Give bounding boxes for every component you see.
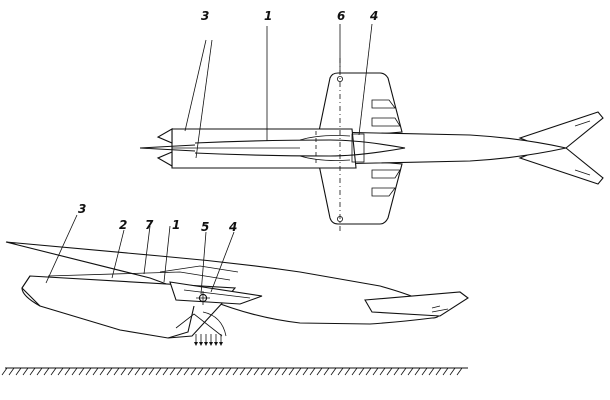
side-view-label-2: 2	[119, 218, 127, 232]
side-view-thrust-arrows	[194, 334, 223, 346]
side-view: 3 2 7 1 5 4	[5, 202, 469, 346]
ground-line	[1, 367, 468, 376]
side-view-label-5: 5	[201, 220, 209, 234]
top-view-pod-nose-upper	[156, 128, 173, 144]
top-view-label-3: 3	[201, 9, 209, 23]
side-view-engine	[169, 281, 263, 305]
top-view-booster-pod	[171, 128, 357, 169]
top-view-nose-probe	[139, 144, 196, 152]
top-view-upper-wing	[317, 72, 403, 137]
side-view-label-1: 1	[172, 218, 180, 232]
top-view-label-4: 4	[369, 9, 378, 23]
top-view-flaps	[371, 99, 401, 197]
top-view-pod-nose-lower	[156, 151, 173, 167]
top-view: 3 1 6 4	[139, 9, 604, 232]
top-view-coupling-frame	[351, 133, 365, 163]
top-view-label-6: 6	[337, 9, 345, 23]
side-view-label-4: 4	[228, 220, 237, 234]
side-view-swing-arc	[202, 311, 227, 337]
side-view-label-7: 7	[145, 218, 154, 232]
side-view-pod-nose	[21, 275, 41, 307]
side-view-label-3: 3	[78, 202, 86, 216]
top-view-wing-tip-marker-upper	[336, 76, 343, 83]
top-view-lower-wing	[317, 159, 403, 225]
top-view-label-1: 1	[264, 9, 272, 23]
